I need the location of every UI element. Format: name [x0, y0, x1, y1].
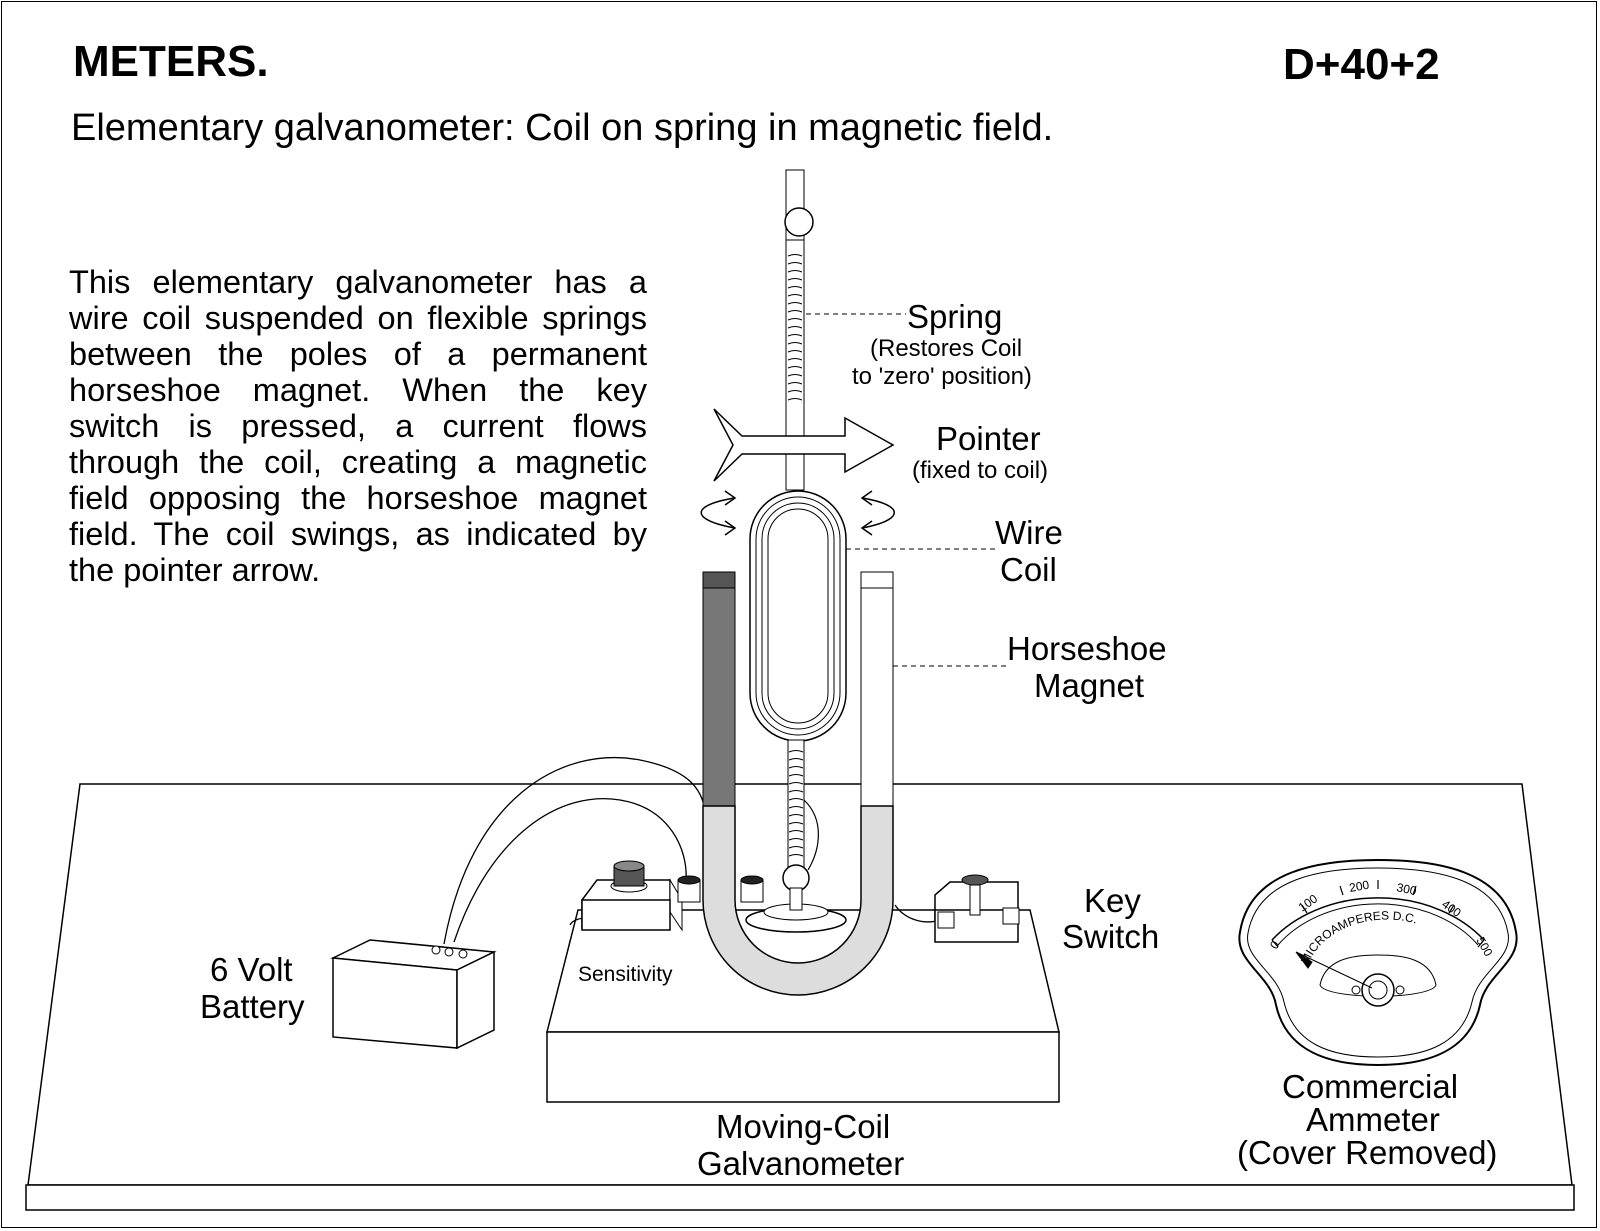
pointer-arrow	[713, 408, 895, 482]
galvanometer-label-1: Moving-Coil	[716, 1108, 890, 1145]
key-label: Key	[1084, 882, 1141, 919]
horseshoe-label: Horseshoe	[1007, 630, 1167, 667]
wire-coil	[749, 490, 847, 742]
pointer-note: (fixed to coil)	[912, 457, 1048, 484]
battery	[330, 939, 497, 1050]
description-paragraph: This elementary galvanometer has a wire …	[69, 264, 647, 588]
leader-lines	[806, 313, 1010, 667]
page-subtitle: Elementary galvanometer: Coil on spring …	[71, 107, 1053, 149]
key-switch	[934, 874, 1020, 943]
magnet-label: Magnet	[1034, 667, 1144, 704]
battery-label-1: 6 Volt	[210, 951, 293, 988]
wire-label: Wire	[995, 514, 1063, 551]
spring-label: Spring	[907, 298, 1002, 335]
coil-assembly	[713, 169, 895, 933]
ammeter-label-1: Commercial	[1282, 1068, 1458, 1105]
sensitivity-control	[581, 860, 764, 932]
galvanometer-label-2: Galvanometer	[697, 1145, 904, 1182]
commercial-ammeter: 0 100 200 300 400 500 MICROAMPERES D.C.	[1238, 858, 1518, 1067]
battery-label-2: Battery	[200, 988, 305, 1025]
coil-label: Coil	[1000, 551, 1057, 588]
pointer-label: Pointer	[936, 420, 1041, 457]
switch-label: Switch	[1062, 918, 1159, 955]
spring-note-2: to 'zero' position)	[852, 363, 1032, 390]
page-code: D+40+2	[1283, 40, 1440, 89]
top-pivot	[784, 207, 814, 237]
ammeter-label-3: (Cover Removed)	[1237, 1134, 1497, 1171]
dial-tick-200: 200	[1348, 878, 1370, 895]
horseshoe-magnet	[702, 571, 894, 996]
ammeter-label-2: Ammeter	[1306, 1101, 1440, 1138]
rotation-arrows	[700, 490, 895, 536]
section-title: METERS.	[73, 37, 269, 86]
spring-note-1: (Restores Coil	[870, 335, 1022, 362]
dial-tick-300: 300	[1395, 880, 1418, 898]
sensitivity-label: Sensitivity	[578, 963, 673, 986]
